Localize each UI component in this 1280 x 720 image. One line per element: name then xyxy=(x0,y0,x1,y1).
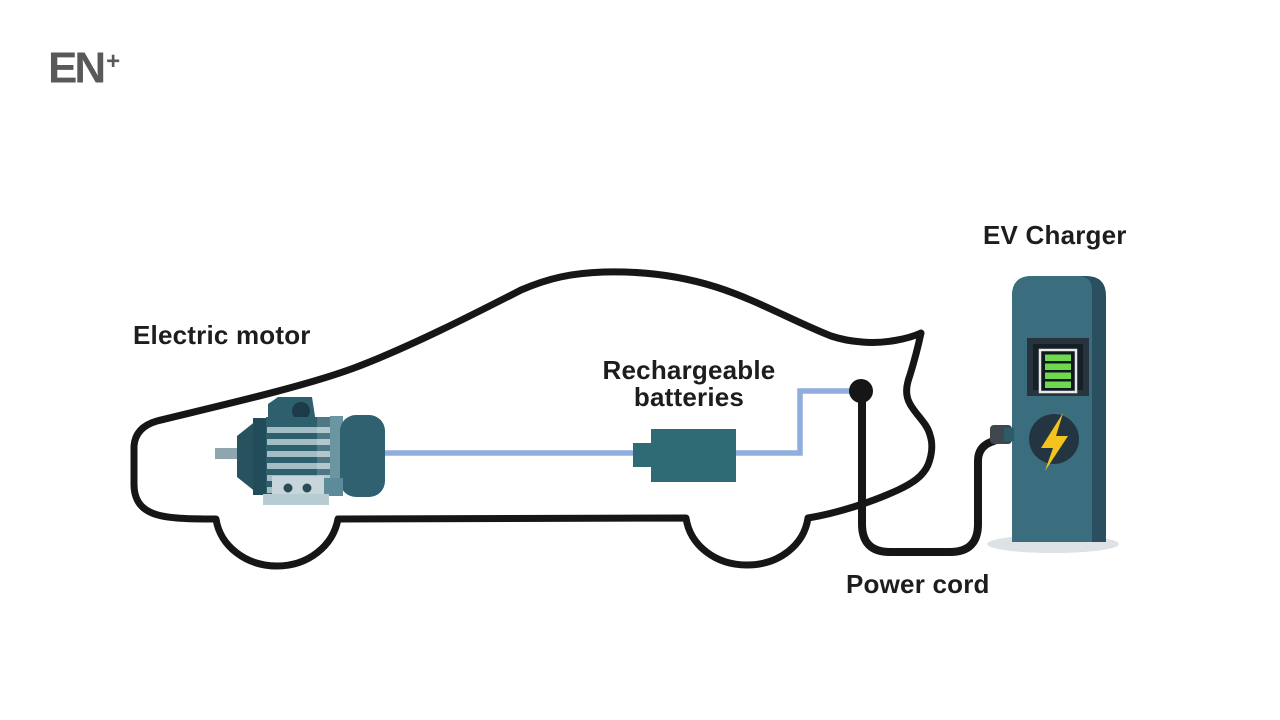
battery-bars xyxy=(1045,354,1071,388)
electric-motor-illustration xyxy=(215,397,385,505)
car-outline xyxy=(130,268,936,570)
label-electric-motor: Electric motor xyxy=(133,320,311,350)
motor-collar xyxy=(330,416,343,496)
motor-shaft xyxy=(215,448,243,459)
power-wire-line xyxy=(383,388,856,456)
power-cord-line xyxy=(858,391,998,556)
charger-body xyxy=(1012,276,1092,542)
label-power-cord: Power cord xyxy=(846,569,990,599)
brand-logo: EN+ xyxy=(48,38,121,93)
motor-bolt xyxy=(302,483,312,493)
label-ev-charger: EV Charger xyxy=(983,220,1127,250)
charge-port-dot xyxy=(849,379,873,403)
battery-illustration xyxy=(633,429,736,482)
motor-left-plate xyxy=(253,418,268,495)
motor-end-cap xyxy=(340,415,385,497)
brand-logo-text: EN xyxy=(48,43,106,93)
battery-level-icon xyxy=(1027,338,1089,396)
label-rechargeable-line2: batteries xyxy=(633,382,745,412)
motor-bolt xyxy=(283,483,293,493)
brand-logo-plus: + xyxy=(106,48,121,75)
label-rechargeable-batteries: Rechargeable batteries xyxy=(560,357,818,411)
motor-left-cone xyxy=(237,420,257,493)
cord-plug-tip xyxy=(1004,428,1014,441)
ev-charger-illustration xyxy=(1012,276,1106,542)
label-rechargeable-line1: Rechargeable xyxy=(602,355,776,385)
motor-junction-hole xyxy=(292,402,310,420)
lightning-bolt-icon xyxy=(1029,413,1079,471)
motor-foot-plate xyxy=(263,494,329,505)
